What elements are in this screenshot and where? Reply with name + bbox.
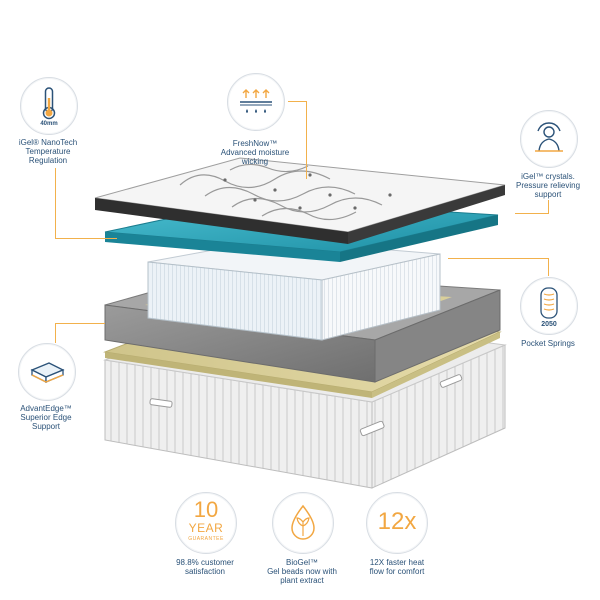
guarantee-word: YEAR bbox=[188, 521, 224, 535]
caption-line: Superior Edge bbox=[20, 413, 72, 422]
guarantee-years: 10 bbox=[193, 497, 219, 522]
relaxed-person-icon bbox=[535, 122, 563, 152]
caption-line: FreshNow™ bbox=[232, 139, 278, 148]
caption-line: satisfaction bbox=[184, 567, 226, 576]
connector-edge-v bbox=[55, 323, 56, 343]
guarantee-badge: 10 YEAR GUARANTEE bbox=[175, 492, 237, 554]
connector-springs-h bbox=[448, 258, 548, 259]
airflow-multiplier: 12x bbox=[377, 508, 417, 535]
caption-line: wicking bbox=[241, 157, 269, 166]
crystals-caption: iGel™ crystals. Pressure relieving suppo… bbox=[505, 172, 591, 199]
caption-line: Support bbox=[31, 422, 61, 431]
connector-springs-v bbox=[548, 258, 549, 276]
advantedge-badge bbox=[18, 343, 76, 401]
airflow-badge: 12x bbox=[366, 492, 428, 554]
connector-edge-h bbox=[55, 323, 105, 324]
caption-line: Pocket Springs bbox=[521, 339, 575, 348]
freshnow-caption: FreshNow™ Advanced moisture wicking bbox=[210, 139, 300, 166]
connector-freshnow-h bbox=[288, 101, 306, 102]
nanotech-badge: 40mm bbox=[20, 77, 78, 135]
guarantee-small: GUARANTEE bbox=[188, 536, 224, 542]
caption-line: iGel® NanoTech bbox=[18, 138, 78, 147]
leaf-drop-icon bbox=[291, 504, 315, 540]
caption-line: AdvantEdge™ bbox=[20, 404, 72, 413]
advantedge-caption: AdvantEdge™ Superior Edge Support bbox=[4, 404, 88, 431]
biogel-badge bbox=[272, 492, 334, 554]
caption-line: 98.8% customer bbox=[176, 558, 234, 567]
nanotech-badge-value: 40mm bbox=[40, 121, 58, 127]
nanotech-caption: iGel® NanoTech Temperature Regulation bbox=[10, 138, 86, 165]
pocket-springs-caption: Pocket Springs bbox=[505, 339, 591, 348]
biogel-caption: BioGel™ Gel beads now with plant extract bbox=[256, 558, 348, 585]
quilted-top-layer bbox=[94, 157, 506, 244]
caption-line: Advanced moisture bbox=[220, 148, 290, 157]
caption-line: 12X faster heat bbox=[369, 558, 425, 567]
connector-nanotech-h bbox=[55, 238, 117, 239]
caption-line: Temperature bbox=[25, 147, 71, 156]
caption-line: flow for comfort bbox=[369, 567, 425, 576]
pocket-springs-badge: 2050 bbox=[520, 277, 578, 335]
caption-line: support bbox=[534, 190, 562, 199]
guarantee-caption: 98.8% customer satisfaction bbox=[160, 558, 250, 576]
thermometer-icon bbox=[42, 87, 56, 120]
crystals-badge bbox=[520, 110, 578, 168]
connector-nanotech-v bbox=[55, 168, 56, 238]
freshnow-badge bbox=[227, 73, 285, 131]
caption-line: Regulation bbox=[28, 156, 68, 165]
caption-line: iGel™ crystals. bbox=[521, 172, 575, 181]
connector-crystals-v bbox=[548, 200, 549, 213]
pocket-springs-badge-value: 2050 bbox=[541, 321, 557, 328]
spring-coil-icon bbox=[540, 287, 558, 319]
caption-line: Pressure relieving bbox=[515, 181, 581, 190]
caption-line: BioGel™ bbox=[285, 558, 318, 567]
moisture-wicking-icon bbox=[240, 89, 272, 113]
edge-support-icon bbox=[30, 362, 65, 384]
airflow-caption: 12X faster heat flow for comfort bbox=[352, 558, 442, 576]
caption-line: plant extract bbox=[280, 576, 324, 585]
caption-line: Gel beads now with bbox=[267, 567, 337, 576]
connector-crystals-h bbox=[515, 213, 549, 214]
connector-freshnow-v bbox=[306, 101, 307, 179]
